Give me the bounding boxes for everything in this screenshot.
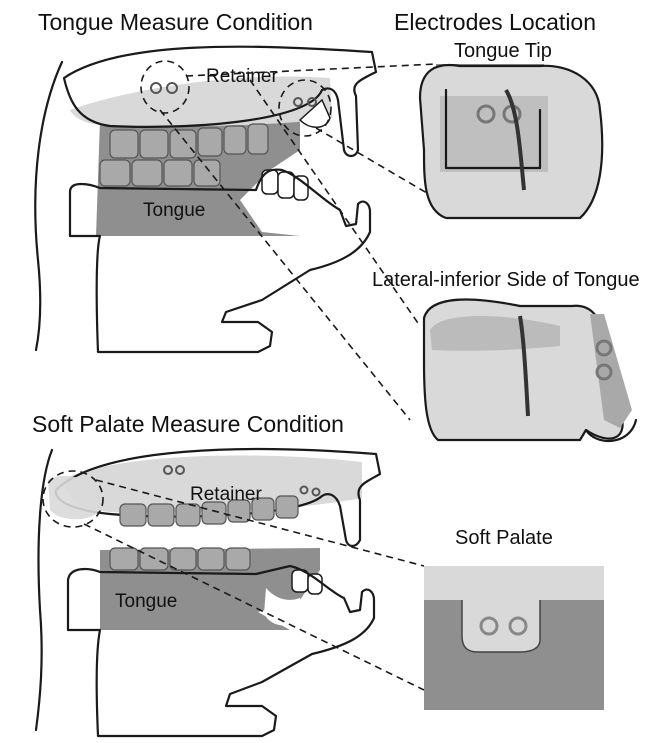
bottom-retainer-label: Retainer <box>190 484 262 505</box>
top-retainer-label: Retainer <box>206 66 278 87</box>
top-face-profile <box>35 62 62 350</box>
title-tongue-measure-condition: Tongue Measure Condition <box>38 9 313 35</box>
title-soft-palate-measure-condition: Soft Palate Measure Condition <box>32 411 344 437</box>
tongue-tip-detail <box>420 64 602 218</box>
bottom-tongue-label: Tongue <box>115 591 177 612</box>
lateral-tongue-detail <box>424 300 636 441</box>
soft-palate-detail <box>424 566 604 710</box>
bottom-head-illustration: Retainer Tongue <box>36 449 380 736</box>
label-tongue-tip: Tongue Tip <box>454 40 552 62</box>
label-soft-palate: Soft Palate <box>455 527 553 549</box>
title-electrodes-location: Electrodes Location <box>394 9 596 35</box>
top-head-illustration: Retainer Tongue <box>35 47 376 352</box>
label-lateral-inferior-side: Lateral-inferior Side of Tongue <box>372 269 640 291</box>
top-tongue-label: Tongue <box>143 200 205 221</box>
